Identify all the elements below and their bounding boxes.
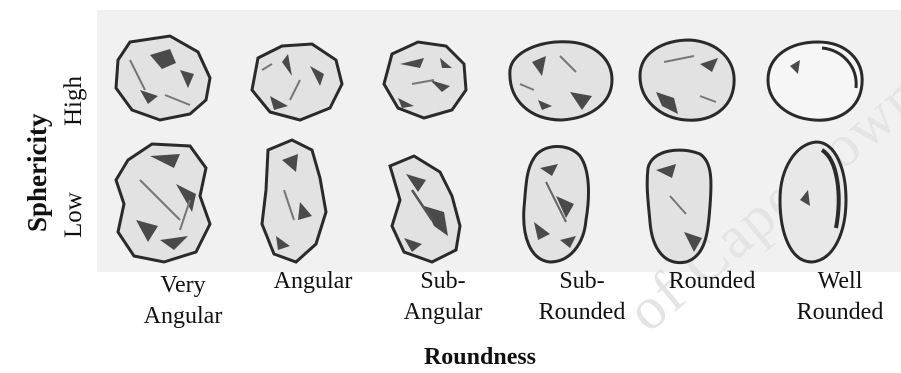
column-label-sub-angular: Sub- Angular [383,266,503,328]
grain-low-angular [262,140,326,262]
column-label-line: Rounded [522,297,642,328]
grain-high-sub-angular [384,42,466,118]
grain-low-sub-angular [390,156,460,262]
column-label-line: Angular [253,266,373,297]
grain-high-well-rounded [768,42,862,120]
row-label-low: Low [60,192,88,238]
column-label-angular: Angular [253,266,373,297]
y-axis-label: Sphericity [22,114,53,233]
grain-low-rounded [647,150,711,262]
column-label-sub-rounded: Sub- Rounded [522,266,642,328]
grain-high-very-angular [116,36,210,120]
column-label-line: Sub- [383,266,503,297]
grain-high-angular [252,44,342,120]
column-label-very-angular: Very Angular [123,270,243,332]
column-label-line: Rounded [652,266,772,297]
column-label-line: Well [780,266,900,297]
grain-low-well-rounded [780,142,846,262]
x-axis-label: Roundness [400,344,560,371]
grain-low-very-angular [116,144,210,262]
column-label-line: Angular [383,297,503,328]
grain-high-rounded [640,40,734,120]
column-label-line: Sub- [522,266,642,297]
grain-low-sub-rounded [524,146,589,262]
column-label-line: Angular [123,301,243,332]
row-label-high: High [60,76,88,126]
column-label-well-rounded: Well Rounded [780,266,900,328]
grain-high-sub-rounded [510,42,612,120]
column-label-rounded: Rounded [652,266,772,297]
column-label-line: Rounded [780,297,900,328]
column-label-line: Very [123,270,243,301]
